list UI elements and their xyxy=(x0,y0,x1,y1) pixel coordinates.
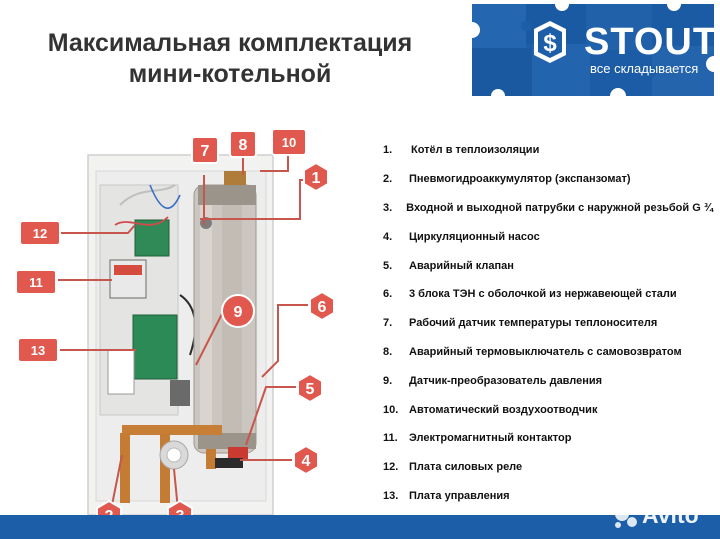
callout-6: 6 xyxy=(309,290,335,322)
legend-item: 8. Аварийный термовыключатель с самовозвр… xyxy=(383,338,713,367)
leader-10 xyxy=(260,155,289,172)
callout-12: 12 xyxy=(19,220,61,246)
relay-board xyxy=(134,219,170,257)
callout-13: 13 xyxy=(17,337,59,363)
legend-item: 2. Пневмогидроаккумулятор (экспанзомат) xyxy=(383,165,713,194)
legend-text: Электромагнитный контактор xyxy=(409,432,572,445)
svg-text:11: 11 xyxy=(29,275,43,290)
svg-text:5: 5 xyxy=(306,381,315,398)
control-board xyxy=(132,314,178,380)
page-title: Максимальная комплектация мини-котельной xyxy=(0,28,460,90)
callout-1: 1 xyxy=(303,161,329,193)
legend-text: Плата силовых реле xyxy=(409,461,523,474)
legend-item: 1. Котёл в теплоизоляции xyxy=(383,136,713,165)
leader-5 xyxy=(245,386,296,446)
legend-item: 5. Аварийный клапан xyxy=(383,251,713,280)
legend-text: Датчик-преобразователь давления xyxy=(409,374,603,387)
title-line-2: мини-котельной xyxy=(128,60,332,88)
legend-number: 9. xyxy=(383,374,393,387)
callout-7: 7 xyxy=(191,136,219,164)
pipe-3 xyxy=(160,433,170,503)
leader-2 xyxy=(111,454,123,506)
callout-8: 8 xyxy=(229,130,257,158)
puzzle-background: $ xyxy=(462,0,720,100)
svg-text:1: 1 xyxy=(312,170,321,187)
legend-item: 11. Электромагнитный контактор xyxy=(383,424,713,453)
boiler-illustration: 7 8 10 1 12 11 13 9 6 5 4 2 xyxy=(15,128,335,531)
legend-number: 13. xyxy=(383,489,399,502)
legend-number: 7. xyxy=(383,317,393,330)
leader-12 xyxy=(58,224,136,234)
svg-text:13: 13 xyxy=(31,343,45,358)
legend-number: 1. xyxy=(383,144,393,157)
legend-number: 10. xyxy=(383,403,399,416)
legend-item: 7. Рабочий датчик температуры теплоносите… xyxy=(383,309,713,338)
legend-text: Аварийный клапан xyxy=(409,259,514,272)
legend-text: Котёл в теплоизоляции xyxy=(411,144,540,157)
svg-text:6: 6 xyxy=(318,299,327,316)
legend-text: Автоматический воздухоотводчик xyxy=(409,403,598,416)
safety-valve xyxy=(228,447,248,459)
legend-item: 13. Плата управления xyxy=(383,482,713,511)
callout-10: 10 xyxy=(271,128,307,156)
callout-5: 5 xyxy=(297,372,323,404)
legend-number: 2. xyxy=(383,173,393,186)
callout-11: 11 xyxy=(15,269,57,295)
stout-logo-icon: $ xyxy=(534,21,566,63)
brand-name: STOUT xyxy=(584,21,718,63)
legend-item: 9. Датчик-преобразователь давления xyxy=(383,366,713,395)
bottom-bar xyxy=(0,515,720,539)
legend-number: 4. xyxy=(383,230,393,243)
legend-number: 3. xyxy=(383,201,393,214)
pipe-2 xyxy=(120,433,130,503)
svg-text:7: 7 xyxy=(201,143,210,160)
leader-9 xyxy=(195,309,225,366)
callout-9: 9 xyxy=(221,294,255,328)
legend-number: 12. xyxy=(383,461,399,474)
legend-text: Аварийный термовыключатель с самовозврат… xyxy=(409,345,682,358)
legend-text: Входной и выходной патрубки с наружной р… xyxy=(406,201,713,214)
component-legend: 1. Котёл в теплоизоляции 2. Пневмогидроакку… xyxy=(383,136,713,510)
svg-text:10: 10 xyxy=(282,135,296,150)
watermark-text: Avito xyxy=(642,502,699,528)
brand-slogan: все складывается xyxy=(590,61,699,76)
legend-number: 5. xyxy=(383,259,393,272)
title-line-1: Максимальная комплектация xyxy=(47,29,413,57)
svg-text:$: $ xyxy=(543,30,557,57)
avito-watermark-icon xyxy=(615,506,638,528)
legend-item: 6. 3 блока ТЭН с оболочкой из нержавеющей… xyxy=(383,280,713,309)
legend-item: 3. Входной и выходной патрубки с наружной… xyxy=(383,194,713,223)
legend-item: 10. Автоматический воздухоотводчик xyxy=(383,395,713,424)
legend-number: 8. xyxy=(383,345,393,358)
legend-text: Плата управления xyxy=(409,489,510,502)
leader-1 xyxy=(200,179,304,220)
brand-banner: $ xyxy=(462,0,720,100)
legend-item: 4. Циркуляционный насос xyxy=(383,222,713,251)
legend-text: Циркуляционный насос xyxy=(409,230,540,243)
leader-6 xyxy=(261,304,308,378)
legend-text: 3 блока ТЭН с оболочкой из нержавеющей с… xyxy=(409,288,677,301)
terminal-block xyxy=(107,349,135,395)
legend-text: Рабочий датчик температуры теплоносителя xyxy=(409,317,658,330)
svg-text:9: 9 xyxy=(234,304,243,321)
svg-text:12: 12 xyxy=(33,226,47,241)
svg-text:4: 4 xyxy=(302,453,311,470)
legend-item: 12. Плата силовых реле xyxy=(383,453,713,482)
callout-4: 4 xyxy=(293,444,319,476)
legend-number: 11. xyxy=(383,432,398,445)
svg-text:8: 8 xyxy=(239,137,248,154)
air-vent xyxy=(224,171,246,185)
legend-number: 6. xyxy=(383,288,393,301)
legend-text: Пневмогидроаккумулятор (экспанзомат) xyxy=(409,173,631,186)
pipe-1 xyxy=(122,425,222,435)
